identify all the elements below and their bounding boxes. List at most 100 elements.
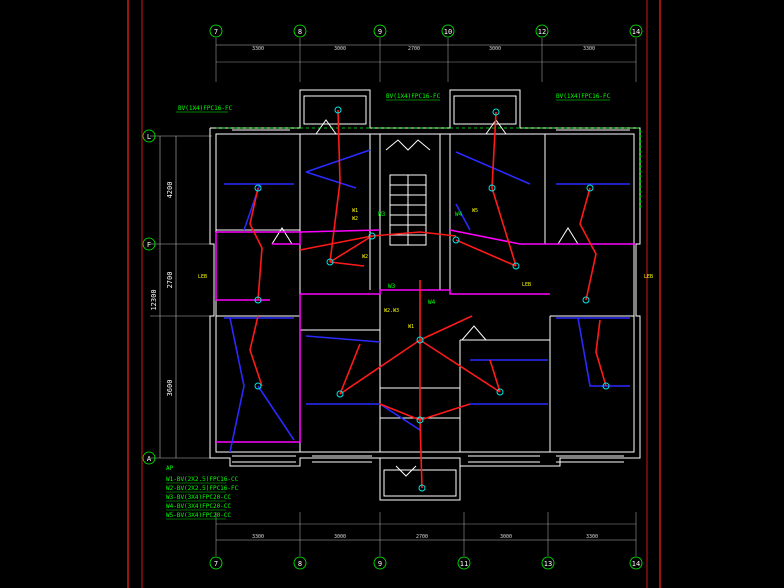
red-wire-segment bbox=[329, 261, 365, 267]
left-total-dim: 12300 bbox=[150, 289, 158, 310]
bottom-dim-label: 3000 bbox=[334, 534, 346, 540]
top-axis-label: 8 bbox=[298, 28, 302, 36]
top-axis-label: 9 bbox=[378, 28, 382, 36]
legend-line: W3-BV(3X4)FPC20-CC bbox=[166, 494, 231, 501]
legend-line: W4-BV(3X4)FPC20-CC bbox=[166, 503, 231, 510]
cable-label-right: BV(1X4)FPC16-FC bbox=[556, 93, 611, 100]
ceiling-light-fixture bbox=[582, 296, 590, 304]
ceiling-light-fixture bbox=[254, 382, 262, 390]
bottom-axis-bubble bbox=[629, 556, 643, 570]
ceiling-light-fixture bbox=[452, 236, 460, 244]
cable-labels: BV(1X4)FPC16-FC BV(1X4)FPC16-FC BV(1X4)F… bbox=[176, 93, 611, 113]
red-wire-segment bbox=[339, 339, 421, 395]
blue-wire-segment bbox=[229, 317, 245, 453]
red-wire-segment bbox=[371, 231, 457, 237]
ceiling-light-fixture bbox=[586, 184, 594, 192]
left-dimension-chain: 12300 4200 2700 3600 L F A bbox=[142, 129, 212, 465]
blue-wire-segment bbox=[305, 171, 357, 189]
top-dim-label: 2700 bbox=[408, 46, 420, 52]
bottom-axis-label: 14 bbox=[632, 560, 640, 568]
top-axis-bubble bbox=[535, 24, 549, 38]
ceiling-light-fixture bbox=[496, 388, 504, 396]
blue-wire-segment bbox=[379, 403, 421, 431]
red-wire-segment bbox=[249, 187, 263, 301]
legend-line: W1-BV(2X2.5)FPC16-CC bbox=[166, 476, 239, 483]
red-wire-segment bbox=[329, 109, 341, 263]
ceiling-light-fixture bbox=[416, 336, 424, 344]
bottom-axis-bubble bbox=[373, 556, 387, 570]
top-axis-label: 7 bbox=[214, 28, 218, 36]
cable-label-center: BV(1X4)FPC16-FC bbox=[386, 93, 441, 100]
red-wire-segment bbox=[491, 187, 517, 267]
legend-line: W5-BV(3X4)FPC20-CC bbox=[166, 512, 231, 519]
circuit-tag: W3 bbox=[378, 211, 386, 218]
bottom-axis-bubble bbox=[209, 556, 223, 570]
top-axis-bubble bbox=[293, 24, 307, 38]
bottom-axis-label: 9 bbox=[378, 560, 382, 568]
circuit-tag: W3 bbox=[388, 283, 396, 290]
bottom-dim-label: 3300 bbox=[586, 534, 598, 540]
top-dim-label: 3000 bbox=[334, 46, 346, 52]
ceiling-light-fixture bbox=[336, 390, 344, 398]
circuit-tags: W1 W2 W3 W4 W5 W3 W2.W3 W4 W1 W2 bbox=[352, 208, 478, 330]
ceiling-light-fixture bbox=[418, 484, 426, 492]
bottom-axis-bubble bbox=[457, 556, 471, 570]
top-dim-label: 3000 bbox=[489, 46, 501, 52]
top-dim-label: 3300 bbox=[583, 46, 595, 52]
top-axis-bubble bbox=[629, 24, 643, 38]
top-axis-bubble bbox=[209, 24, 223, 38]
circuit-tag: W5 bbox=[472, 208, 478, 214]
side-label-left: LEB bbox=[198, 274, 207, 280]
side-label-center: LEB bbox=[522, 282, 531, 288]
bottom-axis-bubble bbox=[293, 556, 307, 570]
bottom-axis-bubble bbox=[541, 556, 555, 570]
top-axis-label: 14 bbox=[632, 28, 640, 36]
blue-wire-segment bbox=[257, 385, 295, 441]
red-wire-segment bbox=[595, 319, 607, 387]
side-label-right: LEB bbox=[644, 274, 653, 280]
red-wire-segment bbox=[379, 403, 421, 421]
left-axis-A: A bbox=[147, 455, 152, 463]
blue-wire-segment bbox=[577, 317, 630, 387]
ceiling-light-fixture bbox=[368, 232, 376, 240]
cable-label-left: BV(1X4)FPC16-FC bbox=[178, 105, 233, 112]
red-wire-segment bbox=[579, 187, 597, 301]
ceiling-light-fixture bbox=[488, 184, 496, 192]
ceiling-light-fixture bbox=[416, 416, 424, 424]
blue-wire-segment bbox=[455, 203, 471, 231]
ceiling-light-fixture bbox=[326, 258, 334, 266]
red-wire-segment bbox=[249, 315, 263, 387]
bottom-axis-label: 11 bbox=[460, 560, 468, 568]
building-walls bbox=[209, 89, 641, 501]
ceiling-light-fixture bbox=[254, 296, 262, 304]
red-wire-segment bbox=[419, 339, 501, 393]
bottom-axis-label: 8 bbox=[298, 560, 302, 568]
wiring-legend: AP W1-BV(2X2.5)FPC16-CC W2-BV(2X2.5)FPC1… bbox=[166, 465, 239, 520]
ceiling-light-fixture bbox=[254, 184, 262, 192]
ceiling-light-fixture bbox=[602, 382, 610, 390]
left-dim-2: 2700 bbox=[166, 272, 174, 289]
red-wire-segment bbox=[299, 235, 373, 251]
circuit-tag: W1 bbox=[408, 324, 414, 330]
circuit-tag: W4 bbox=[455, 211, 463, 218]
bottom-dim-label: 2700 bbox=[416, 534, 428, 540]
red-wire-segment bbox=[419, 419, 423, 489]
left-dim-3: 3600 bbox=[166, 380, 174, 397]
red-wire-segment bbox=[455, 239, 517, 267]
magenta-zone-lines bbox=[215, 229, 636, 443]
circuit-tag: W2 bbox=[362, 254, 368, 260]
red-wire-segment bbox=[419, 403, 471, 421]
ceiling-light-fixture bbox=[492, 108, 500, 116]
circuit-tag: W2 bbox=[352, 216, 358, 222]
top-axis-label: 10 bbox=[444, 28, 452, 36]
top-axis-bubble bbox=[441, 24, 455, 38]
circuit-tag: W1 bbox=[352, 208, 358, 214]
blue-wire-segment bbox=[305, 335, 381, 343]
red-wire-segment bbox=[489, 359, 501, 393]
blue-wire-segment bbox=[305, 149, 371, 173]
red-wire-segment bbox=[329, 235, 373, 263]
left-axis-F: F bbox=[147, 241, 151, 249]
red-wiring bbox=[249, 109, 607, 489]
